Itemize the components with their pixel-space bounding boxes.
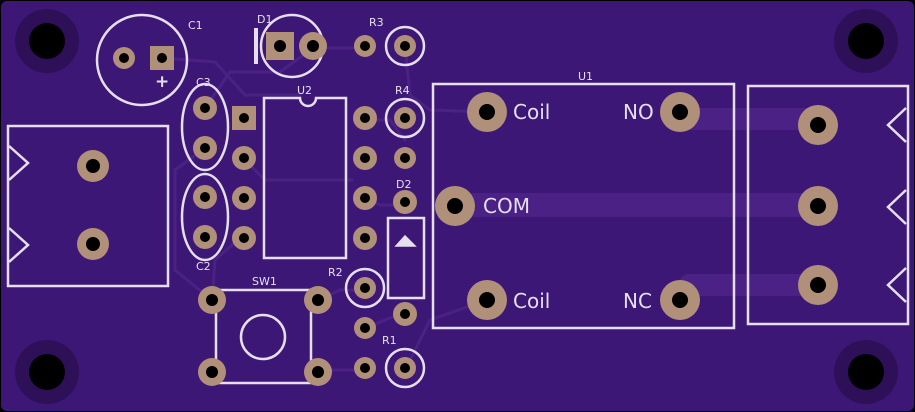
label-no: NO xyxy=(623,100,654,124)
label-r1: R1 xyxy=(382,334,397,347)
pad-d1-1 xyxy=(266,32,294,60)
label-c2: C2 xyxy=(196,260,211,273)
pad-j2-2 xyxy=(798,186,838,226)
terminal-block-right-outline xyxy=(746,84,910,326)
pads xyxy=(77,32,838,386)
mounting-hole-top-right xyxy=(834,9,898,73)
label-r4: R4 xyxy=(395,84,410,97)
c2-outline xyxy=(180,172,230,262)
label-c3: C3 xyxy=(196,76,211,89)
pad-u2-4 xyxy=(232,226,256,250)
pad-j2-1 xyxy=(798,105,838,145)
pad-sw1-3 xyxy=(198,358,226,386)
pad-u1-coil-top xyxy=(467,92,507,132)
pad-r1-2 xyxy=(394,357,416,379)
pad-r4-1 xyxy=(394,107,416,129)
pad-u1-com xyxy=(435,186,475,226)
pad-u2-5 xyxy=(353,226,377,250)
copper-traces xyxy=(455,108,820,296)
c3-outline xyxy=(180,82,230,172)
label-r3: R3 xyxy=(369,16,384,29)
sw1-button xyxy=(239,313,287,361)
mounting-holes xyxy=(15,9,898,404)
pad-c1-2 xyxy=(150,46,174,70)
pad-c1-1 xyxy=(113,47,135,69)
pad-u2-7 xyxy=(353,146,377,170)
pad-sw1-2 xyxy=(304,286,332,314)
label-sw1: SW1 xyxy=(252,275,277,288)
label-com: COM xyxy=(483,194,530,218)
mounting-hole-top-left xyxy=(15,9,79,73)
pad-d1-2 xyxy=(299,32,327,60)
label-u2: U2 xyxy=(297,84,312,97)
pad-u2-2 xyxy=(232,146,256,170)
pad-c2-2 xyxy=(193,225,217,249)
mounting-hole-bottom-left xyxy=(15,340,79,404)
pad-u1-coil-bottom xyxy=(467,280,507,320)
pad-r2-1 xyxy=(354,277,376,299)
c1-outline xyxy=(95,13,189,107)
pad-sw1-1 xyxy=(198,286,226,314)
r4-outline xyxy=(384,97,426,139)
pad-c3-2 xyxy=(193,136,217,160)
sw1-outline xyxy=(214,288,313,385)
pad-r2-2 xyxy=(354,317,376,339)
d2-outline xyxy=(386,216,426,300)
r3-outline xyxy=(384,25,426,67)
mounting-hole-bottom-right xyxy=(834,340,898,404)
r2-outline xyxy=(344,267,386,309)
label-d1: D1 xyxy=(257,13,272,26)
u2-outline xyxy=(262,96,348,260)
pad-r3-1 xyxy=(354,35,376,57)
pad-u1-nc xyxy=(660,280,700,320)
pad-j1-2 xyxy=(77,228,109,260)
r1-outline xyxy=(384,347,426,389)
label-d2: D2 xyxy=(396,178,411,191)
pad-c3-1 xyxy=(193,96,217,120)
label-coil-bottom: Coil xyxy=(513,289,550,313)
terminal-block-left-arrows xyxy=(8,145,30,263)
pad-u2-3 xyxy=(232,186,256,210)
pad-d2-2 xyxy=(393,302,417,326)
pad-u2-6 xyxy=(353,186,377,210)
pad-j2-3 xyxy=(798,265,838,305)
pad-j1-1 xyxy=(77,150,109,182)
silkscreen-labels: C1 + D1 R3 C3 U2 R4 D2 C2 SW1 R2 R1 U1 C… xyxy=(155,13,654,347)
label-u1: U1 xyxy=(578,70,593,83)
pad-d2-1 xyxy=(393,190,417,214)
pad-r1-1 xyxy=(354,357,376,379)
pad-u1-no xyxy=(660,92,700,132)
silkscreen xyxy=(6,13,910,389)
label-c1: C1 xyxy=(188,19,203,32)
terminal-block-right-arrows xyxy=(886,107,907,303)
pad-c2-1 xyxy=(193,185,217,209)
label-r2: R2 xyxy=(328,266,343,279)
u1-relay-outline xyxy=(431,82,736,330)
d2-symbol xyxy=(394,234,417,247)
pad-r4-2 xyxy=(394,147,416,169)
label-nc: NC xyxy=(623,289,652,313)
terminal-block-left-outline xyxy=(6,124,170,288)
pad-u2-8 xyxy=(353,106,377,130)
pad-u2-1 xyxy=(232,106,256,130)
pad-r3-2 xyxy=(394,35,416,57)
pad-sw1-4 xyxy=(304,358,332,386)
label-coil-top: Coil xyxy=(513,100,550,124)
label-c1-plus: + xyxy=(155,72,169,92)
